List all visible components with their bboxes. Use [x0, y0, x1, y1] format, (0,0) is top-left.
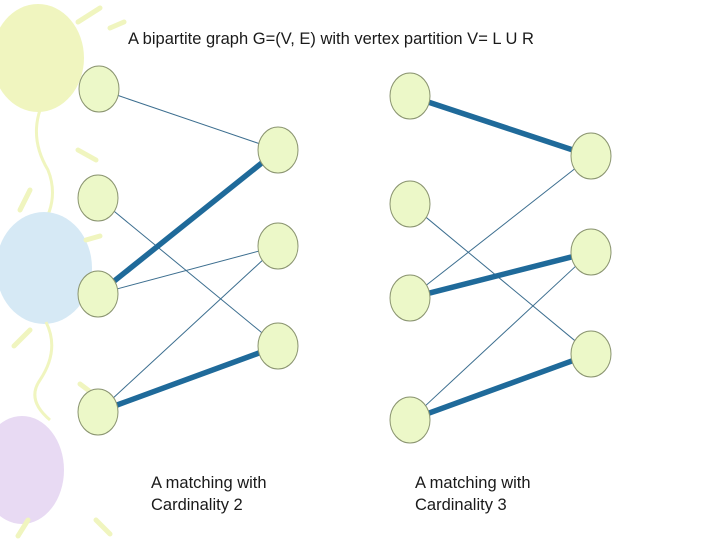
vertex-left-L1	[78, 65, 120, 113]
edge-right-L4-R2	[425, 266, 576, 406]
vertex-right-R2	[570, 228, 612, 276]
caption-line: A matching with	[415, 474, 531, 492]
caption-line: Cardinality 2	[151, 496, 243, 514]
matching-edge-right-L4-R3	[428, 358, 573, 416]
vertex-right-L4	[389, 396, 431, 444]
balloon-decoration	[0, 4, 127, 539]
edge-left-L3-R2	[117, 250, 259, 290]
left-graph-caption: A matching with Cardinality 2	[151, 472, 267, 516]
vertex-right-L1	[389, 72, 431, 120]
matching-edge-right-L3-R2	[428, 254, 573, 296]
edge-left-L4-R2	[113, 260, 263, 398]
vertex-right-R1	[570, 132, 612, 180]
vertex-right-R3	[570, 330, 612, 378]
vertex-left-R3	[257, 322, 299, 370]
matching-edge-right-L1-R1	[428, 99, 573, 153]
vertex-right-L2	[389, 180, 431, 228]
vertex-right-L3	[389, 274, 431, 322]
edge-right-L2-R3	[425, 217, 576, 341]
vertex-left-L2	[77, 174, 119, 222]
caption-line: A matching with	[151, 474, 267, 492]
edge-right-L3-R1	[426, 168, 575, 286]
matching-edge-left-L3-R1	[112, 160, 264, 284]
edges-layer	[112, 95, 576, 416]
right-graph-caption: A matching with Cardinality 3	[415, 472, 531, 516]
matching-edge-left-L4-R3	[116, 350, 260, 408]
page-title: A bipartite graph G=(V, E) with vertex p…	[128, 30, 534, 48]
edge-left-L1-R1	[118, 95, 259, 144]
vertex-left-L4	[77, 388, 119, 436]
caption-line: Cardinality 3	[415, 496, 507, 514]
edge-left-L2-R3	[113, 210, 263, 334]
nodes-layer	[77, 65, 612, 444]
vertex-left-L3	[77, 270, 119, 318]
vertex-left-R1	[257, 126, 299, 174]
vertex-left-R2	[257, 222, 299, 270]
